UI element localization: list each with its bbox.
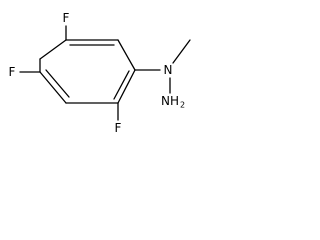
atom-f-left: F: [9, 65, 16, 79]
atom-f-bottom: F: [115, 121, 122, 135]
ring-bond-right-lower: [117, 69, 136, 104]
atom-nh2-subscript: 2: [180, 101, 185, 110]
atom-f-top: F: [63, 11, 70, 25]
ring-bond-right-upper: [117, 39, 136, 71]
ring-bond-left-lower: [39, 71, 67, 104]
ring-bond-left-lower-inner: [45, 69, 70, 98]
atom-n-ring: N: [164, 63, 173, 77]
structure-diagram: F F F N NH 2: [9, 11, 191, 135]
ring-bond-top-left: [39, 39, 67, 60]
bond-n-methyl: [172, 39, 191, 64]
atom-nh2-main: NH: [161, 94, 179, 108]
ring-bond-right-lower-inner: [113, 70, 130, 100]
